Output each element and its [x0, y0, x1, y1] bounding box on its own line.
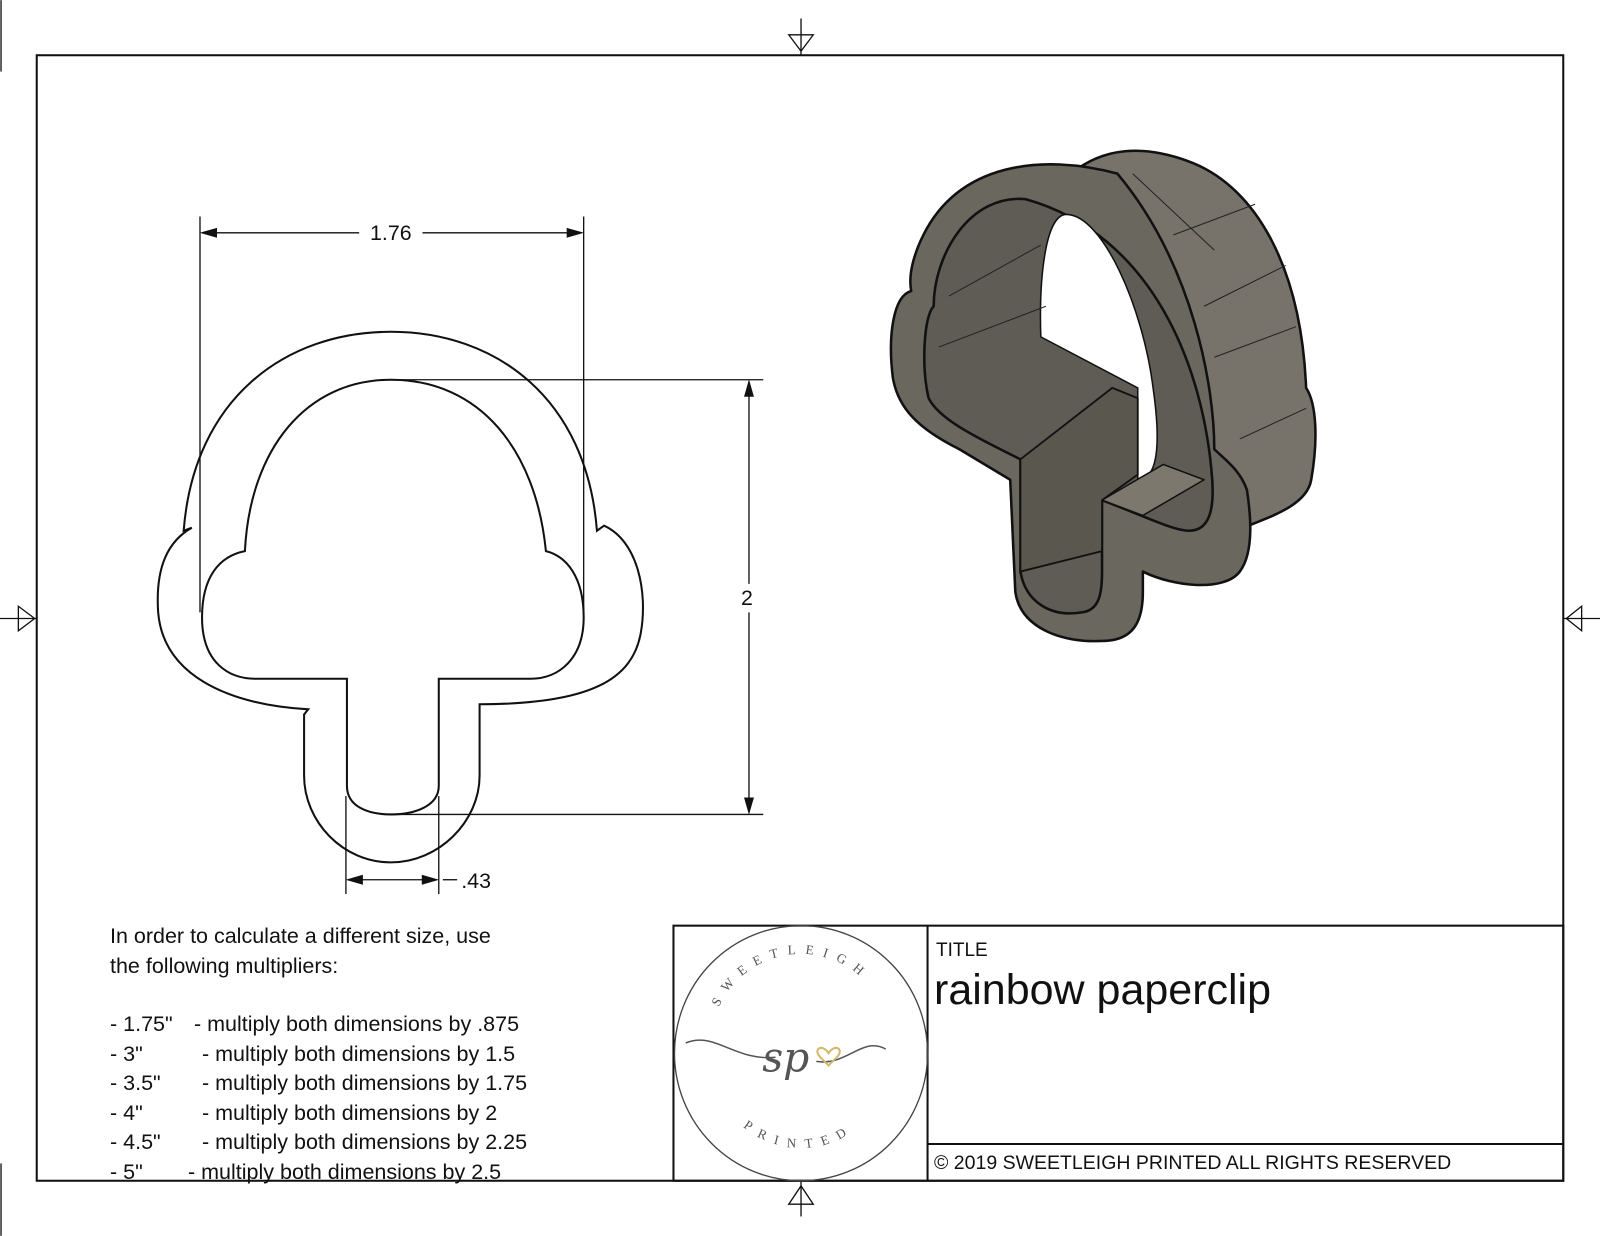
dim-width-label: 1.76 [370, 221, 412, 245]
multiplier-size: - 1.75" [110, 1012, 173, 1036]
multiplier-text: - multiply both dimensions by 1.75 [202, 1071, 528, 1095]
dim-stem-label: .43 [461, 869, 491, 893]
multiplier-size: - 4.5" [110, 1130, 161, 1154]
model-stem-block [1019, 386, 1139, 573]
cutter-outline-2d [156, 330, 644, 864]
model-ledge [1101, 463, 1205, 517]
inner-outline [201, 378, 585, 816]
multiplier-row: - 4" - multiply both dimensions by 2 [110, 1099, 527, 1129]
model-hole [1039, 213, 1158, 481]
multiplier-text: - multiply both dimensions by .875 [194, 1012, 520, 1036]
copyright-notice: © 2019 SWEETLEIGH PRINTED ALL RIGHTS RES… [934, 1152, 1452, 1174]
dimension-lines [199, 216, 764, 895]
multiplier-text: - multiply both dimensions by 2.5 [188, 1159, 502, 1184]
drawing-title: rainbow paperclip [934, 966, 1272, 1014]
multiplier-row: - 3.5" - multiply both dimensions by 1.75 [110, 1069, 527, 1099]
notes-intro-line1: In order to calculate a different size, … [110, 924, 491, 948]
multiplier-size: - 3.5" [110, 1071, 161, 1095]
multiplier-row: - 1.75" - multiply both dimensions by .87… [110, 1010, 527, 1040]
multiplier-text: - multiply both dimensions by 2.25 [202, 1130, 528, 1154]
multiplier-row: - 5" - multiply both dimensions by 2.5 [110, 1158, 527, 1188]
multiplier-text: - multiply both dimensions by 1.5 [202, 1041, 516, 1066]
multiplier-size: - 4" [110, 1100, 143, 1125]
svg-text:PRINTED: PRINTED [741, 1117, 857, 1151]
size-multiplier-notes: In order to calculate a different size, … [110, 922, 527, 1187]
svg-text:sp: sp [762, 1034, 809, 1082]
title-label: TITLE [936, 940, 988, 961]
sweetleigh-printed-logo: SWEETLEIGH PRINTED sp [673, 924, 929, 1182]
multiplier-row: - 3" - multiply both dimensions by 1.5 [110, 1040, 527, 1070]
multiplier-size: - 3" [110, 1041, 143, 1066]
multiplier-row: - 4.5" - multiply both dimensions by 2.25 [110, 1128, 527, 1158]
svg-text:SWEETLEIGH: SWEETLEIGH [708, 942, 874, 1009]
cutter-3d-model [889, 149, 1317, 643]
outer-outline [156, 330, 644, 864]
multiplier-text: - multiply both dimensions by 2 [202, 1100, 498, 1125]
notes-intro-line2: the following multipliers: [110, 953, 339, 978]
dim-height-label: 2 [741, 586, 753, 610]
multiplier-size: - 5" [110, 1159, 143, 1184]
